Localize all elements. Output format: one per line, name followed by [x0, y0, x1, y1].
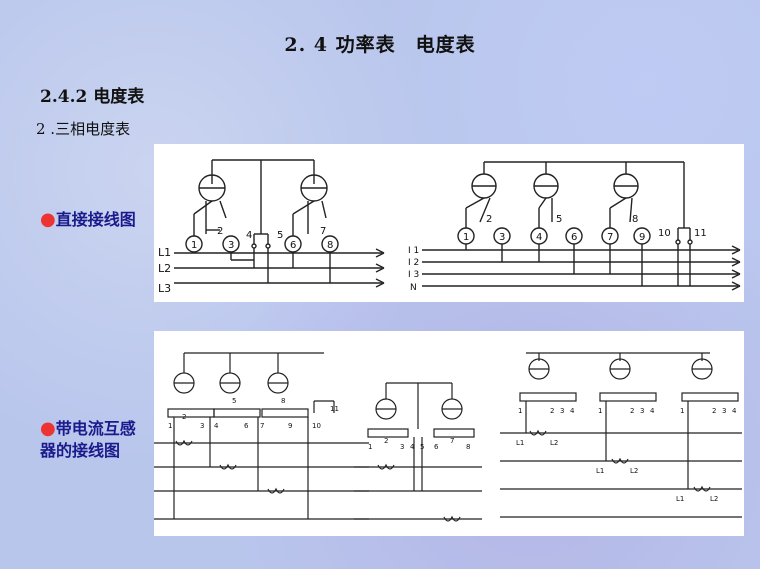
ct-wiring-text-1: 带电流互感 — [55, 419, 136, 438]
ct-wiring-panel: 1 2 3 4 5 6 7 8 9 10 11 1 2 3 4 5 6 7 — [154, 331, 744, 536]
terminal-label: 4 — [536, 232, 542, 243]
terminal-label: 7 — [450, 437, 454, 445]
line-label: L1 — [158, 246, 171, 259]
terminal-label: 3 — [499, 232, 505, 243]
line-label: I 2 — [408, 258, 419, 268]
section-subheading: 2 .三相电度表 — [36, 120, 131, 138]
terminal-label: 3 — [228, 240, 234, 251]
ct-wiring-text-2: 器的接线图 — [40, 441, 121, 460]
ct-wiring-diagram-3: 1 2 3 4 5 6 7 8 9 10 11 — [154, 352, 369, 520]
bullet-icon: ● — [40, 418, 56, 439]
terminal-label: 1 — [191, 240, 197, 251]
terminal-label: 3 — [722, 407, 726, 415]
direct-wiring-panel: 1 2 3 4 5 6 7 8 L1 L2 L3 — [154, 144, 744, 302]
terminal-label: 5 — [556, 214, 562, 225]
line-label: L3 — [158, 282, 171, 295]
terminal-label: 8 — [281, 397, 285, 405]
terminal-label: 3 — [200, 422, 204, 430]
ct-label: L2 — [630, 467, 638, 475]
terminal-label: 7 — [607, 232, 613, 243]
terminal-label: 1 — [680, 407, 684, 415]
ct-label: L1 — [676, 495, 684, 503]
terminal-label: 1 — [463, 232, 469, 243]
line-label: L2 — [158, 262, 171, 275]
terminal-label: 9 — [639, 232, 645, 243]
line-label: I 1 — [408, 246, 419, 256]
terminal-label: 1 — [168, 422, 172, 430]
terminal-label: 2 — [630, 407, 634, 415]
terminal-label: 11 — [694, 228, 707, 239]
terminal-label: 4 — [650, 407, 655, 415]
terminal-label: 6 — [290, 240, 296, 251]
terminal-label: 6 — [434, 443, 439, 451]
terminal-label: 5 — [232, 397, 236, 405]
terminal-label: 2 — [550, 407, 554, 415]
ct-label: L1 — [516, 439, 524, 447]
terminal-label: 6 — [571, 232, 577, 243]
terminal-label: 6 — [244, 422, 249, 430]
terminal-label: 8 — [632, 214, 638, 225]
terminal-label: 2 — [384, 437, 388, 445]
terminal-label: 10 — [658, 228, 671, 239]
ct-label: L1 — [596, 467, 604, 475]
ct-label: L2 — [550, 439, 558, 447]
terminal-label: 3 — [640, 407, 644, 415]
terminal-label: 9 — [288, 422, 292, 430]
terminal-label: 4 — [410, 443, 415, 451]
ct-label: L2 — [710, 495, 718, 503]
terminal-label: 5 — [420, 443, 424, 451]
terminal-label: 8 — [327, 240, 333, 251]
terminal-label: 3 — [560, 407, 564, 415]
terminal-label: 8 — [466, 443, 470, 451]
direct-wiring-diagram-four-wire: 1 2 3 4 5 6 7 8 9 10 11 I 1 I 2 I 3 N — [408, 161, 741, 293]
terminal-label: 3 — [400, 443, 404, 451]
line-label: I 3 — [408, 270, 419, 280]
terminal-label: 7 — [320, 226, 326, 237]
line-label: N — [410, 283, 417, 293]
terminal-label: 5 — [277, 230, 283, 241]
terminal-label: 4 — [246, 230, 252, 241]
terminal-label: 2 — [712, 407, 716, 415]
terminal-label: 2 — [217, 226, 223, 237]
terminal-label: 1 — [518, 407, 522, 415]
direct-wiring-label: ●直接接线图 — [40, 209, 136, 231]
section-heading: 2.4.2 电度表 — [40, 87, 145, 107]
page-title: 2. 4 功率表 电度表 — [284, 34, 476, 56]
direct-wiring-text: 直接接线图 — [55, 210, 136, 229]
terminal-label: 2 — [486, 214, 492, 225]
terminal-label: 4 — [732, 407, 737, 415]
bullet-icon: ● — [40, 209, 56, 230]
terminal-label: 4 — [570, 407, 575, 415]
ct-wiring-label: ●带电流互感 器的接线图 — [40, 418, 136, 462]
terminal-label: 10 — [312, 422, 321, 430]
terminal-label: 11 — [330, 405, 339, 413]
terminal-label: 1 — [368, 443, 372, 451]
direct-wiring-diagram-three-wire: 1 2 3 4 5 6 7 8 L1 L2 L3 — [158, 159, 385, 295]
terminal-label: 7 — [260, 422, 264, 430]
terminal-label: 2 — [182, 413, 186, 421]
ct-wiring-diagram-5: 1 2 3 4 1 2 3 4 1 2 3 4 L1 L2 L1 L2 L1 L… — [500, 352, 742, 518]
terminal-label: 1 — [598, 407, 602, 415]
terminal-label: 4 — [214, 422, 219, 430]
ct-wiring-diagram-4: 1 2 3 4 5 6 7 8 — [354, 382, 482, 522]
